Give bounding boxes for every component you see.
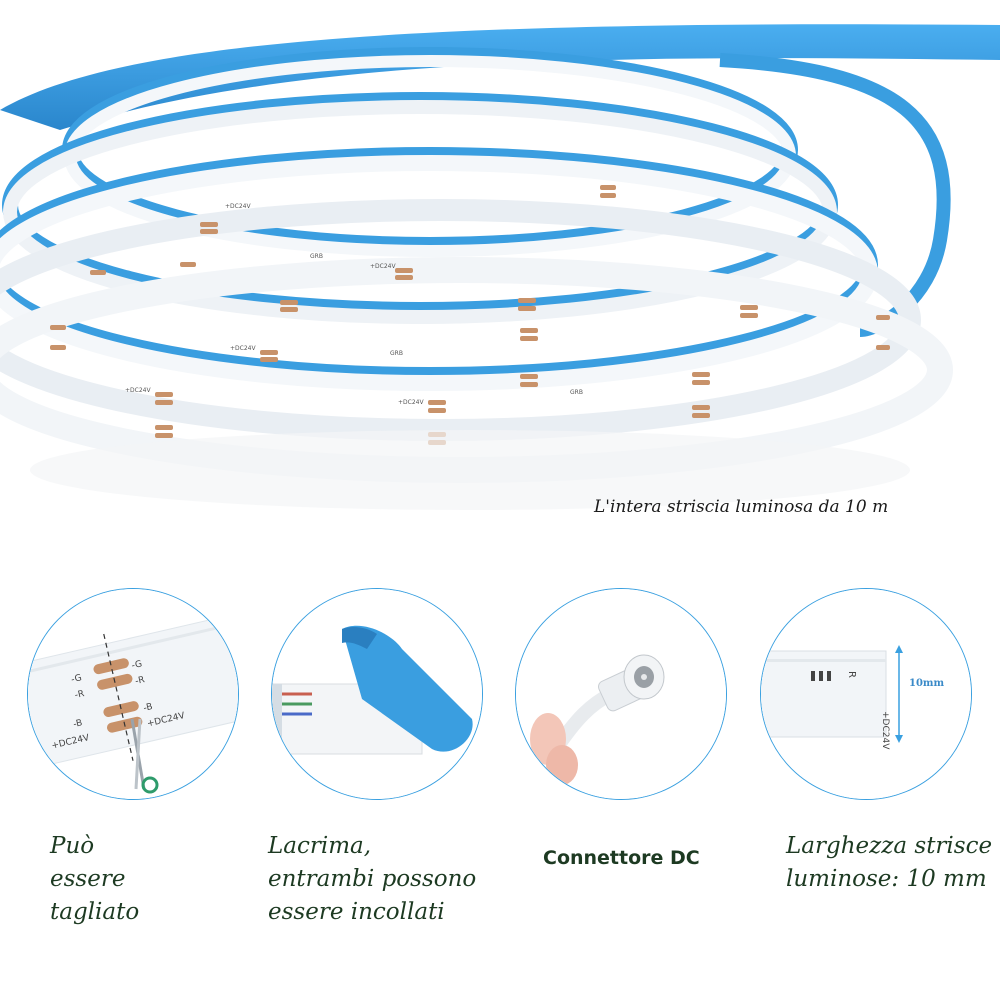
svg-text:GRB: GRB — [310, 253, 323, 260]
feature-caption-dc-connector: Connettore DC — [543, 847, 700, 869]
feature-circle-adhesive — [271, 588, 483, 800]
svg-text:10mm: 10mm — [909, 678, 944, 689]
feature-circle-width: R +DC24V 10mm — [760, 588, 972, 800]
svg-text:+DC24V: +DC24V — [880, 711, 890, 750]
svg-text:+DC24V: +DC24V — [225, 203, 251, 210]
svg-text:-R: -R — [74, 689, 86, 701]
svg-text:-B: -B — [143, 702, 154, 714]
feature-circle-cut: -G-R -G-R -B+DC24V -B+DC24V — [27, 588, 239, 800]
svg-text:-G: -G — [131, 659, 144, 671]
feature-caption-cut: Può essere tagliato — [50, 833, 140, 925]
scissors-icon — [130, 718, 159, 794]
svg-text:-G: -G — [70, 673, 83, 685]
svg-text:+DC24V: +DC24V — [230, 345, 256, 352]
svg-text:R: R — [846, 671, 857, 678]
svg-text:-B: -B — [72, 718, 83, 730]
feature-caption-width: Larghezza strisce luminose: 10 mm — [786, 833, 993, 892]
feature-circle-dc-connector — [515, 588, 727, 800]
svg-text:GRB: GRB — [570, 389, 583, 396]
svg-text:-R: -R — [134, 675, 146, 687]
feature-caption-adhesive: Lacrima, entrambi possono essere incolla… — [268, 833, 477, 925]
svg-text:+DC24V: +DC24V — [125, 387, 151, 394]
svg-text:+DC24V: +DC24V — [398, 399, 424, 406]
svg-text:GRB: GRB — [390, 350, 403, 357]
led-strip-coil-image: +DC24V GRB +DC24V +DC24V GRB +DC24V +DC2… — [0, 24, 1000, 483]
svg-text:+DC24V: +DC24V — [370, 263, 396, 270]
hero-caption: L'intera striscia luminosa da 10 m — [594, 497, 889, 517]
